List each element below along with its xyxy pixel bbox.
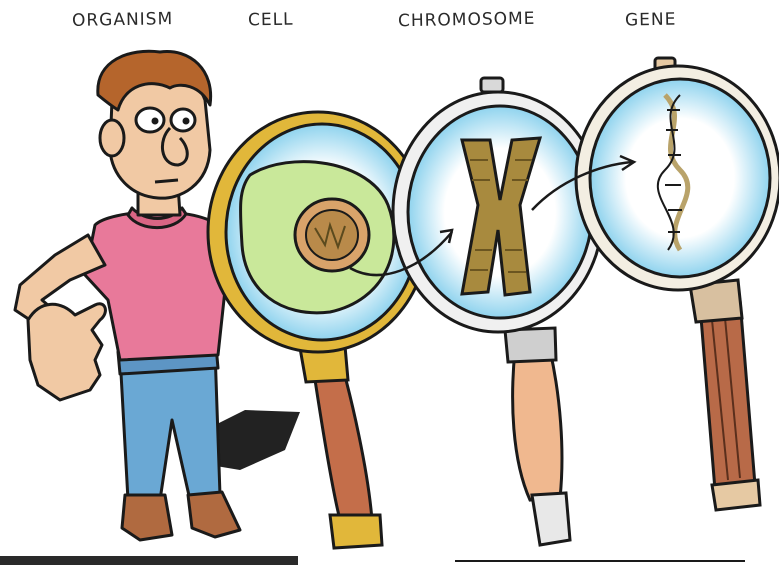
mouth bbox=[155, 180, 178, 182]
thumbs-up-hand bbox=[28, 304, 105, 400]
chromosome-top-knob bbox=[481, 78, 503, 92]
chromosome-handle-cap bbox=[532, 493, 570, 545]
gene-handle bbox=[700, 300, 755, 490]
gene-magnifier bbox=[576, 58, 779, 510]
right-shoe bbox=[188, 492, 240, 537]
cell-magnifier bbox=[208, 112, 428, 548]
bottom-dark-strip bbox=[0, 556, 298, 565]
left-eye bbox=[136, 108, 164, 132]
shirt bbox=[85, 212, 225, 360]
chromosome-handle bbox=[513, 350, 562, 500]
gene-handle-cap bbox=[712, 480, 760, 510]
cell-handle-cap bbox=[330, 515, 382, 548]
left-shoe bbox=[122, 495, 172, 540]
ear bbox=[100, 120, 124, 156]
chromosome-collar bbox=[505, 328, 556, 362]
chromosome-magnifier bbox=[393, 78, 603, 545]
